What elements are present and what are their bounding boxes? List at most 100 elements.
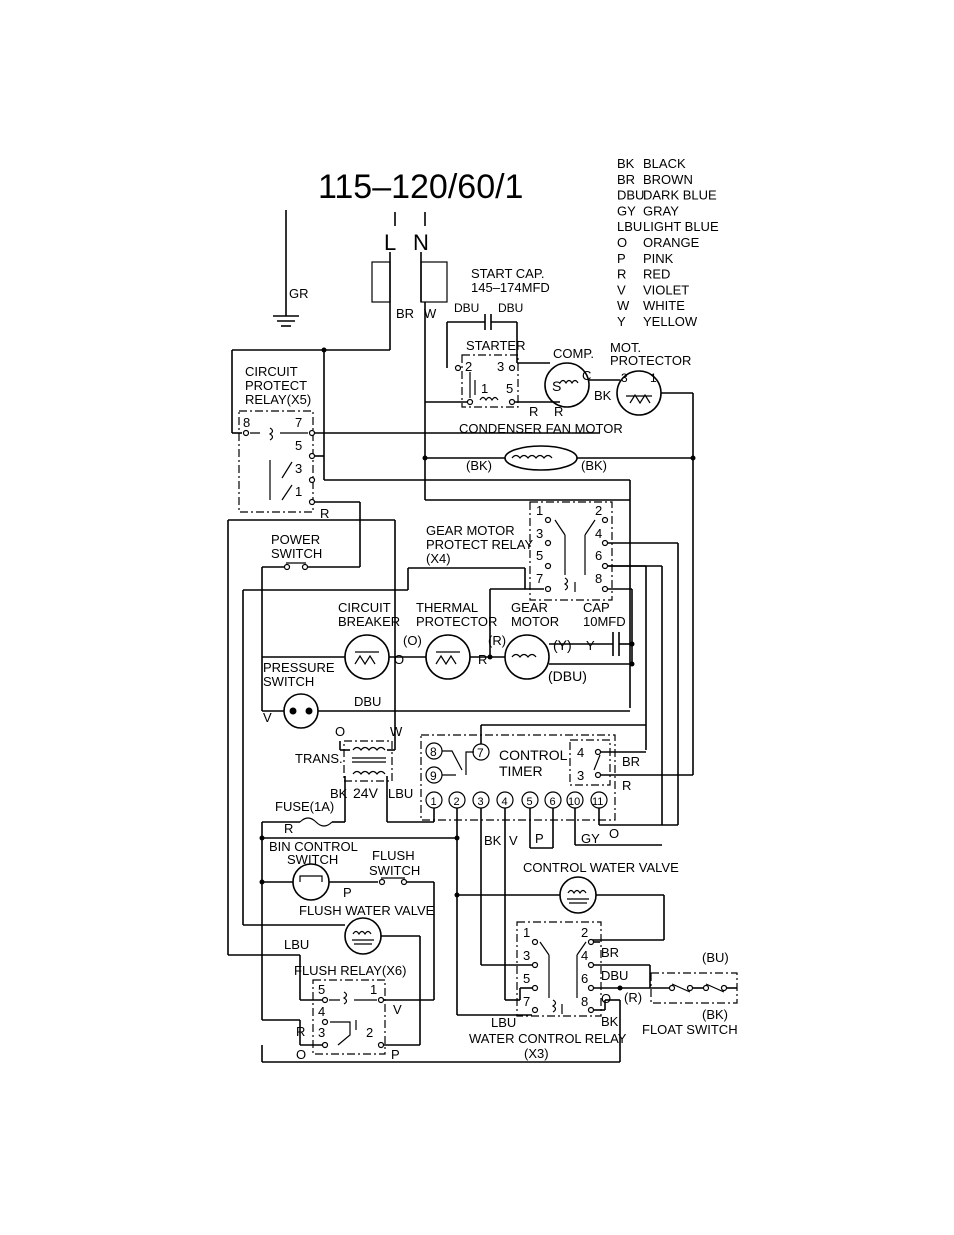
svg-text:7: 7 bbox=[536, 571, 543, 586]
legend-code: LBU bbox=[617, 219, 642, 234]
svg-text:BR: BR bbox=[601, 945, 619, 960]
svg-text:5: 5 bbox=[506, 381, 513, 396]
svg-text:P: P bbox=[535, 831, 544, 846]
svg-text:5: 5 bbox=[536, 548, 543, 563]
flush-water-valve: FLUSH WATER VALVE LBU bbox=[228, 903, 435, 1030]
svg-text:(BK): (BK) bbox=[702, 1007, 728, 1022]
circuit-breaker: CIRCUIT BREAKER O bbox=[262, 600, 426, 680]
svg-text:O: O bbox=[601, 991, 611, 1006]
svg-text:(DBU): (DBU) bbox=[548, 668, 587, 684]
legend-color-name: GRAY bbox=[643, 203, 679, 218]
timer-terminal: 6 bbox=[544, 791, 562, 809]
svg-text:3: 3 bbox=[497, 359, 504, 374]
svg-text:R: R bbox=[529, 404, 538, 419]
svg-text:3: 3 bbox=[318, 1025, 325, 1040]
gear-motor-capacitor: CAP 10MFD Y bbox=[583, 600, 635, 667]
water-control-relay: 1 2 3 4 5 6 7 8 BR DBU O BK LBU WATER CO… bbox=[457, 921, 650, 1061]
svg-text:(BU): (BU) bbox=[702, 950, 729, 965]
svg-text:P: P bbox=[391, 1047, 400, 1062]
fuse: FUSE(1A) R bbox=[259, 799, 460, 1020]
svg-text:DBU: DBU bbox=[601, 968, 628, 983]
svg-text:SWITCH: SWITCH bbox=[263, 674, 314, 689]
svg-text:6: 6 bbox=[550, 796, 556, 808]
svg-text:LBU: LBU bbox=[284, 937, 309, 952]
control-water-valve: CONTROL WATER VALVE bbox=[454, 860, 679, 941]
svg-text:4: 4 bbox=[595, 526, 602, 541]
legend-code: V bbox=[617, 282, 626, 297]
svg-text:7: 7 bbox=[523, 994, 530, 1009]
power-switch[interactable]: POWER SWITCH bbox=[262, 532, 360, 571]
legend-code: DBU bbox=[617, 188, 644, 203]
n-wire-color: W bbox=[424, 306, 437, 321]
svg-text:8: 8 bbox=[243, 415, 250, 430]
svg-text:V: V bbox=[509, 833, 518, 848]
svg-text:BREAKER: BREAKER bbox=[338, 614, 400, 629]
svg-text:1: 1 bbox=[431, 796, 437, 808]
svg-text:24V: 24V bbox=[353, 785, 379, 801]
svg-text:8: 8 bbox=[430, 745, 437, 759]
svg-text:8: 8 bbox=[595, 571, 602, 586]
svg-text:TIMER: TIMER bbox=[499, 763, 543, 779]
circuit-protect-relay: CIRCUIT PROTECT RELAY(X5) 8 7 5 3 1 R bbox=[231, 347, 630, 567]
svg-text:6: 6 bbox=[581, 971, 588, 986]
svg-text:2: 2 bbox=[595, 503, 602, 518]
svg-text:1: 1 bbox=[650, 371, 657, 385]
svg-text:LBU: LBU bbox=[491, 1015, 516, 1030]
legend-code: GY bbox=[617, 203, 636, 218]
svg-text:O: O bbox=[394, 652, 404, 667]
ground-label: GR bbox=[289, 286, 309, 301]
svg-text:O: O bbox=[609, 826, 619, 841]
svg-text:(X3): (X3) bbox=[524, 1046, 549, 1061]
svg-text:8: 8 bbox=[581, 994, 588, 1009]
legend-color-name: LIGHT BLUE bbox=[643, 219, 719, 234]
legend-code: O bbox=[617, 235, 627, 250]
legend-code: W bbox=[617, 298, 630, 313]
svg-text:LBU: LBU bbox=[388, 786, 413, 801]
svg-text:PROTECTOR: PROTECTOR bbox=[416, 614, 497, 629]
starter-relay: STARTER 2 3 1 5 bbox=[425, 338, 560, 408]
svg-text:11: 11 bbox=[592, 796, 603, 808]
neutral-label: N bbox=[413, 230, 429, 255]
svg-text:SWITCH: SWITCH bbox=[271, 546, 322, 561]
svg-text:(X4): (X4) bbox=[426, 551, 451, 566]
motor-protector: MOT. PROTECTOR 3 1 bbox=[610, 340, 694, 775]
svg-text:3: 3 bbox=[577, 768, 584, 783]
svg-text:R: R bbox=[554, 404, 563, 419]
svg-text:DBU: DBU bbox=[454, 301, 479, 315]
svg-text:BK: BK bbox=[330, 786, 348, 801]
svg-text:5: 5 bbox=[527, 796, 533, 808]
svg-text:DBU: DBU bbox=[498, 301, 523, 315]
svg-text:GEAR MOTOR: GEAR MOTOR bbox=[426, 523, 515, 538]
svg-text:(O): (O) bbox=[403, 633, 422, 648]
svg-text:RELAY(X5): RELAY(X5) bbox=[245, 392, 311, 407]
svg-text:DBU: DBU bbox=[354, 694, 381, 709]
svg-text:3: 3 bbox=[536, 526, 543, 541]
thermal-protector: THERMAL PROTECTOR (O) R bbox=[403, 600, 505, 680]
svg-text:FLUSH RELAY(X6): FLUSH RELAY(X6) bbox=[294, 963, 406, 978]
svg-text:SWITCH: SWITCH bbox=[369, 863, 420, 878]
svg-text:CONTROL: CONTROL bbox=[499, 747, 568, 763]
svg-text:CONTROL WATER VALVE: CONTROL WATER VALVE bbox=[523, 860, 679, 875]
svg-text:145–174MFD: 145–174MFD bbox=[471, 280, 550, 295]
power-supply: L N BR W GR bbox=[273, 210, 448, 500]
svg-text:FLOAT SWITCH: FLOAT SWITCH bbox=[642, 1022, 738, 1037]
svg-text:PROTECT: PROTECT bbox=[245, 378, 307, 393]
transformer: TRANS. O W BK 24V LBU bbox=[295, 708, 434, 823]
svg-text:C: C bbox=[582, 368, 591, 383]
svg-text:(BK): (BK) bbox=[466, 458, 492, 473]
timer-terminal: 3 bbox=[472, 791, 490, 809]
svg-text:6: 6 bbox=[595, 548, 602, 563]
svg-text:THERMAL: THERMAL bbox=[416, 600, 478, 615]
svg-text:1: 1 bbox=[481, 381, 488, 396]
line-label: L bbox=[384, 230, 396, 255]
svg-text:STARTER: STARTER bbox=[466, 338, 525, 353]
svg-text:O: O bbox=[296, 1047, 306, 1062]
svg-text:W: W bbox=[390, 724, 403, 739]
svg-text:(R): (R) bbox=[624, 990, 642, 1005]
svg-text:S: S bbox=[552, 378, 561, 394]
svg-text:V: V bbox=[393, 1002, 402, 1017]
svg-text:FLUSH WATER VALVE: FLUSH WATER VALVE bbox=[299, 903, 435, 918]
legend-color-name: WHITE bbox=[643, 298, 685, 313]
